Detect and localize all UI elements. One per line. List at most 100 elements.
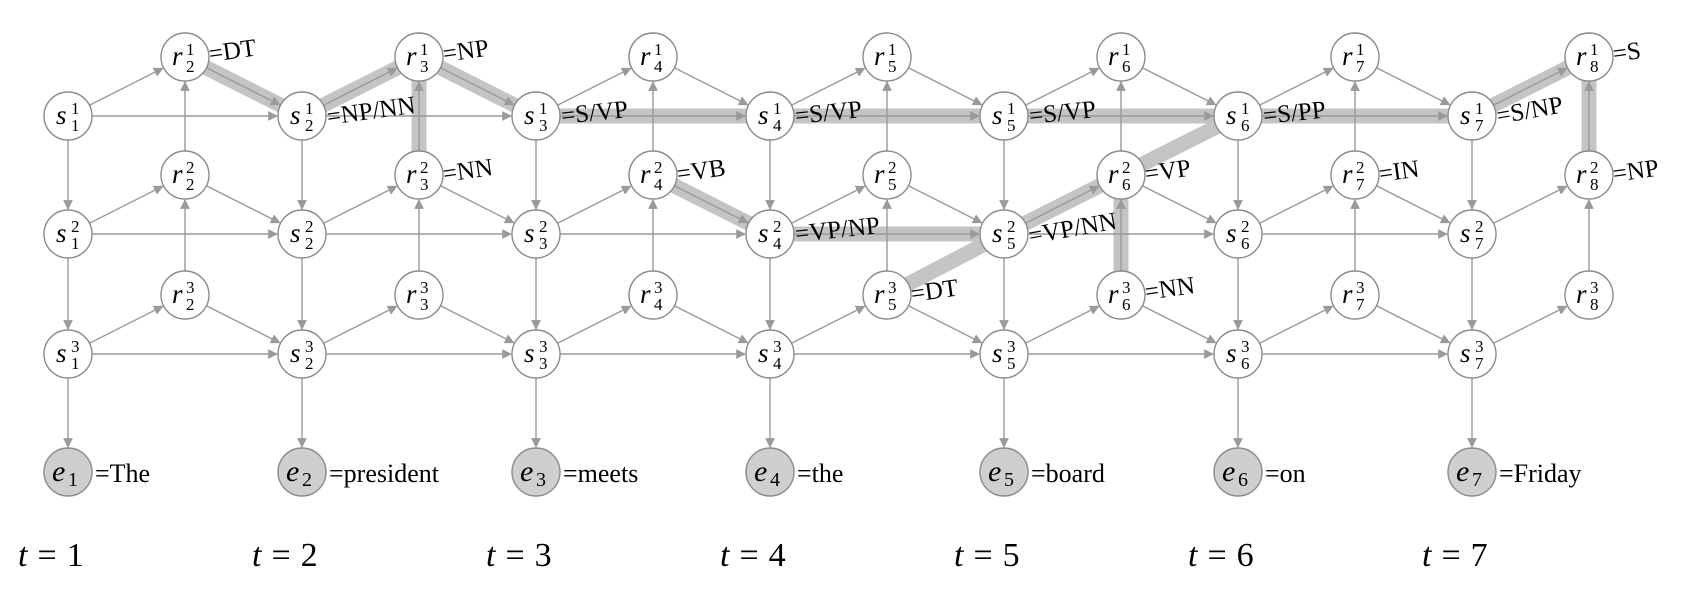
edge-arrow (440, 67, 515, 106)
svg-text:e: e (52, 455, 65, 488)
svg-text:2: 2 (773, 217, 782, 236)
tag-label: =VB (675, 154, 727, 188)
svg-text:4: 4 (654, 57, 663, 76)
svg-text:t=5: t=5 (954, 537, 1020, 574)
tag-label: =VP/NP (794, 212, 881, 248)
svg-text:s: s (992, 218, 1003, 248)
svg-text:1: 1 (1475, 99, 1484, 118)
svg-text:t=7: t=7 (1422, 537, 1488, 574)
svg-text:5: 5 (1007, 116, 1016, 135)
svg-text:1: 1 (71, 99, 80, 118)
tag-label: =S/VP (1028, 96, 1097, 130)
svg-text:2: 2 (305, 217, 314, 236)
svg-text:7: 7 (1356, 57, 1365, 76)
svg-text:s: s (290, 218, 301, 248)
tag-label: =DT (207, 35, 258, 68)
svg-text:e: e (286, 455, 299, 488)
svg-text:s: s (1226, 100, 1237, 130)
edge-arrow (908, 305, 983, 344)
edge-arrow (674, 67, 749, 106)
svg-text:1: 1 (71, 354, 80, 373)
svg-text:2: 2 (1007, 217, 1016, 236)
svg-text:1: 1 (186, 40, 195, 59)
svg-text:2: 2 (420, 158, 429, 177)
edge-arrow (908, 185, 983, 224)
svg-text:5: 5 (1007, 354, 1016, 373)
svg-text:7: 7 (1475, 354, 1484, 373)
svg-text:4: 4 (654, 295, 663, 314)
svg-text:2: 2 (1590, 158, 1599, 177)
edge-arrow (1025, 185, 1100, 224)
tag-label: =S/PP (1262, 97, 1327, 130)
time-step-6: t=6 (1188, 537, 1254, 574)
svg-text:s: s (1460, 100, 1471, 130)
edge-arrow (1259, 67, 1334, 106)
time-step-4: t=4 (720, 537, 786, 574)
svg-text:2: 2 (305, 116, 314, 135)
svg-text:s: s (1460, 338, 1471, 368)
svg-text:4: 4 (773, 234, 782, 253)
edge-arrow (1142, 305, 1217, 344)
time-step-7: t=7 (1422, 537, 1488, 574)
edge-arrow (791, 185, 866, 224)
tag-labels: =DT =NP/NN =NP =NN =S/VP =VB =S/VP =VP/N… (207, 35, 1660, 308)
svg-text:=on: =on (1265, 459, 1306, 488)
svg-text:1: 1 (1122, 40, 1131, 59)
svg-text:=president: =president (329, 459, 440, 488)
tag-label: =NP (441, 35, 490, 68)
svg-text:s: s (290, 338, 301, 368)
edge-arrow (1376, 67, 1451, 106)
svg-text:s: s (758, 338, 769, 368)
svg-text:3: 3 (536, 469, 546, 491)
edge-arrow (440, 185, 515, 224)
tag-label: =S/VP (560, 96, 629, 130)
svg-text:3: 3 (539, 116, 548, 135)
svg-text:2: 2 (71, 217, 80, 236)
svg-text:s: s (758, 218, 769, 248)
svg-text:4: 4 (654, 175, 663, 194)
svg-text:e: e (1456, 455, 1469, 488)
edge-arrow (908, 67, 983, 106)
edge-arrow (1376, 305, 1451, 344)
svg-text:r: r (1576, 279, 1587, 309)
svg-text:t=3: t=3 (486, 537, 552, 574)
svg-text:s: s (1226, 338, 1237, 368)
edges (63, 67, 1594, 448)
svg-text:4: 4 (770, 469, 780, 491)
svg-text:2: 2 (1475, 217, 1484, 236)
edge-arrow (674, 305, 749, 344)
svg-text:2: 2 (186, 175, 195, 194)
svg-text:6: 6 (1122, 295, 1131, 314)
svg-text:2: 2 (186, 57, 195, 76)
svg-text:s: s (290, 100, 301, 130)
svg-text:3: 3 (888, 278, 897, 297)
svg-text:6: 6 (1238, 469, 1248, 491)
svg-text:3: 3 (420, 278, 429, 297)
svg-text:3: 3 (1356, 278, 1365, 297)
svg-text:r: r (1342, 41, 1353, 71)
svg-text:t=2: t=2 (252, 537, 318, 574)
svg-text:=the: =the (797, 459, 843, 488)
svg-text:r: r (874, 41, 885, 71)
svg-text:1: 1 (654, 40, 663, 59)
